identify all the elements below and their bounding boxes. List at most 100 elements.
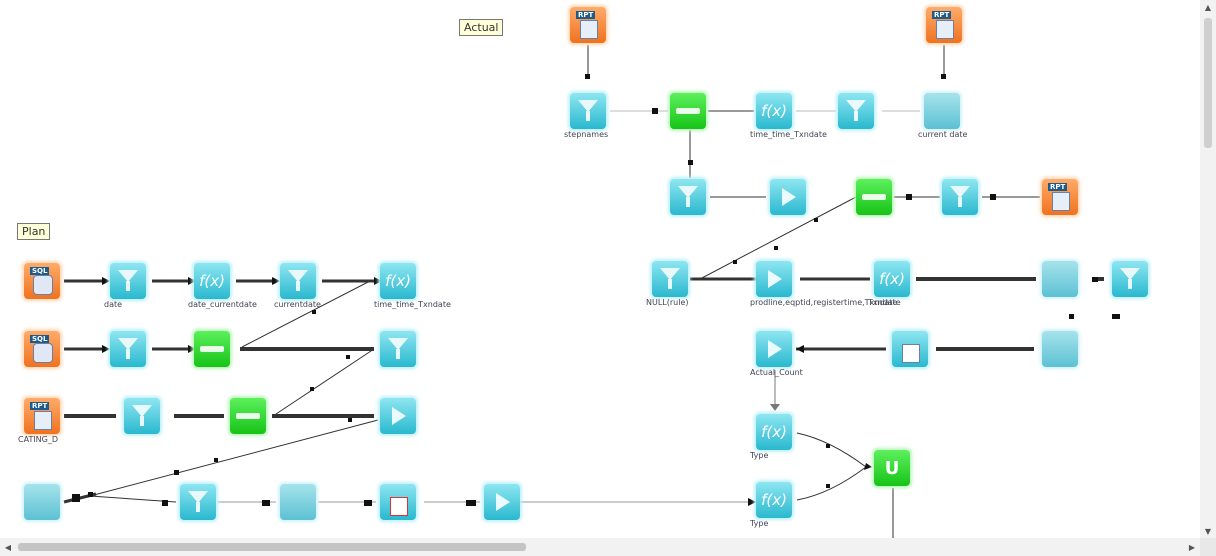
filter-icon [570, 93, 606, 129]
play-icon [484, 484, 520, 520]
doc-node[interactable] [380, 484, 416, 520]
filter-icon [110, 263, 146, 299]
expr-icon: f(x) [874, 261, 910, 297]
doc-icon [380, 484, 416, 520]
play-node[interactable] [756, 261, 792, 297]
scroll-right-icon[interactable]: ▶ [1188, 542, 1196, 552]
expr-icon: f(x) [756, 93, 792, 129]
expr-icon: f(x) [756, 482, 792, 518]
filter-node[interactable] [838, 93, 874, 129]
node-label: date [104, 300, 123, 309]
node-label: Actual_Count [750, 368, 803, 377]
expr-icon: f(x) [380, 263, 416, 299]
sql-node[interactable]: SQL [24, 263, 60, 299]
play-icon [756, 261, 792, 297]
expr-node[interactable]: f(x) [756, 414, 792, 450]
node-label: prodline,eqptid,registertime,Txndate [750, 298, 898, 307]
expr-node[interactable]: f(x) [756, 482, 792, 518]
join-icon [230, 398, 266, 434]
filter-icon [942, 179, 978, 215]
horizontal-scrollbar[interactable]: ◀ ▶ [0, 538, 1200, 556]
rpt-icon: RPT [24, 398, 60, 434]
rpt-icon: RPT [926, 7, 962, 43]
filter-node[interactable] [942, 179, 978, 215]
scroll-left-icon[interactable]: ◀ [4, 542, 12, 552]
scroll-corner [1200, 538, 1216, 556]
filter-icon [670, 179, 706, 215]
rpt-node[interactable]: RPT [1042, 179, 1078, 215]
play-icon [770, 179, 806, 215]
blur-icon [24, 484, 60, 520]
node-label: Txndate [868, 298, 901, 307]
union-node[interactable]: U [874, 450, 910, 486]
rpt-node[interactable]: RPT [570, 7, 606, 43]
expr-node[interactable]: f(x) [874, 261, 910, 297]
rpt-icon: RPT [1042, 179, 1078, 215]
filter-node[interactable] [280, 263, 316, 299]
node-label: stepnames [564, 130, 609, 139]
blur-icon [1042, 331, 1078, 367]
rpt-node[interactable]: RPT [926, 7, 962, 43]
node-label: current date [918, 130, 968, 139]
filter-icon [838, 93, 874, 129]
connection-wires [63, 45, 1120, 538]
filter-icon [180, 484, 216, 520]
filter-icon [1112, 261, 1148, 297]
scroll-down-icon[interactable]: ▼ [1204, 526, 1212, 536]
sort-icon [892, 331, 928, 367]
expr-node[interactable]: f(x) [756, 93, 792, 129]
play-node[interactable] [756, 331, 792, 367]
sort-node[interactable] [892, 331, 928, 367]
filter-node[interactable] [124, 398, 160, 434]
play-node[interactable] [380, 398, 416, 434]
filter-icon [652, 261, 688, 297]
filter-node[interactable] [670, 179, 706, 215]
horizontal-scroll-thumb[interactable] [18, 543, 526, 551]
play-icon [756, 331, 792, 367]
blur-node[interactable] [1042, 261, 1078, 297]
blur-node[interactable] [24, 484, 60, 520]
filter-icon [110, 331, 146, 367]
scroll-up-icon[interactable]: ▲ [1204, 2, 1212, 12]
rpt-node[interactable]: RPT [24, 398, 60, 434]
play-node[interactable] [770, 179, 806, 215]
expr-node[interactable]: f(x) [194, 263, 230, 299]
filter-node[interactable] [652, 261, 688, 297]
sql-node[interactable]: SQL [24, 331, 60, 367]
expr-icon: f(x) [756, 414, 792, 450]
filter-node[interactable] [1112, 261, 1148, 297]
vertical-scroll-thumb[interactable] [1204, 18, 1212, 148]
node-label: Type [750, 451, 769, 460]
blur-node[interactable] [924, 93, 960, 129]
note-actual[interactable]: Actual [459, 19, 504, 36]
node-label: date_currentdate [188, 300, 257, 309]
play-icon [380, 398, 416, 434]
expr-node[interactable]: f(x) [380, 263, 416, 299]
node-label: time_time_Txndate [374, 300, 451, 309]
filter-icon [124, 398, 160, 434]
node-label: CATING_D [18, 435, 59, 444]
note-plan[interactable]: Plan [17, 223, 51, 240]
play-node[interactable] [484, 484, 520, 520]
blur-icon [1042, 261, 1078, 297]
filter-node[interactable] [570, 93, 606, 129]
filter-node[interactable] [380, 331, 416, 367]
blur-node[interactable] [1042, 331, 1078, 367]
blur-icon [280, 484, 316, 520]
blur-node[interactable] [280, 484, 316, 520]
join-icon [670, 93, 706, 129]
filter-node[interactable] [110, 331, 146, 367]
blur-icon [924, 93, 960, 129]
node-label: Type [750, 519, 769, 528]
join-node[interactable] [194, 331, 230, 367]
join-icon [194, 331, 230, 367]
node-label: currentdate [274, 300, 321, 309]
expr-icon: f(x) [194, 263, 230, 299]
join-node[interactable] [230, 398, 266, 434]
filter-node[interactable] [180, 484, 216, 520]
filter-node[interactable] [110, 263, 146, 299]
join-node[interactable] [856, 179, 892, 215]
vertical-scrollbar[interactable]: ▲ ▼ [1200, 0, 1216, 538]
join-node[interactable] [670, 93, 706, 129]
